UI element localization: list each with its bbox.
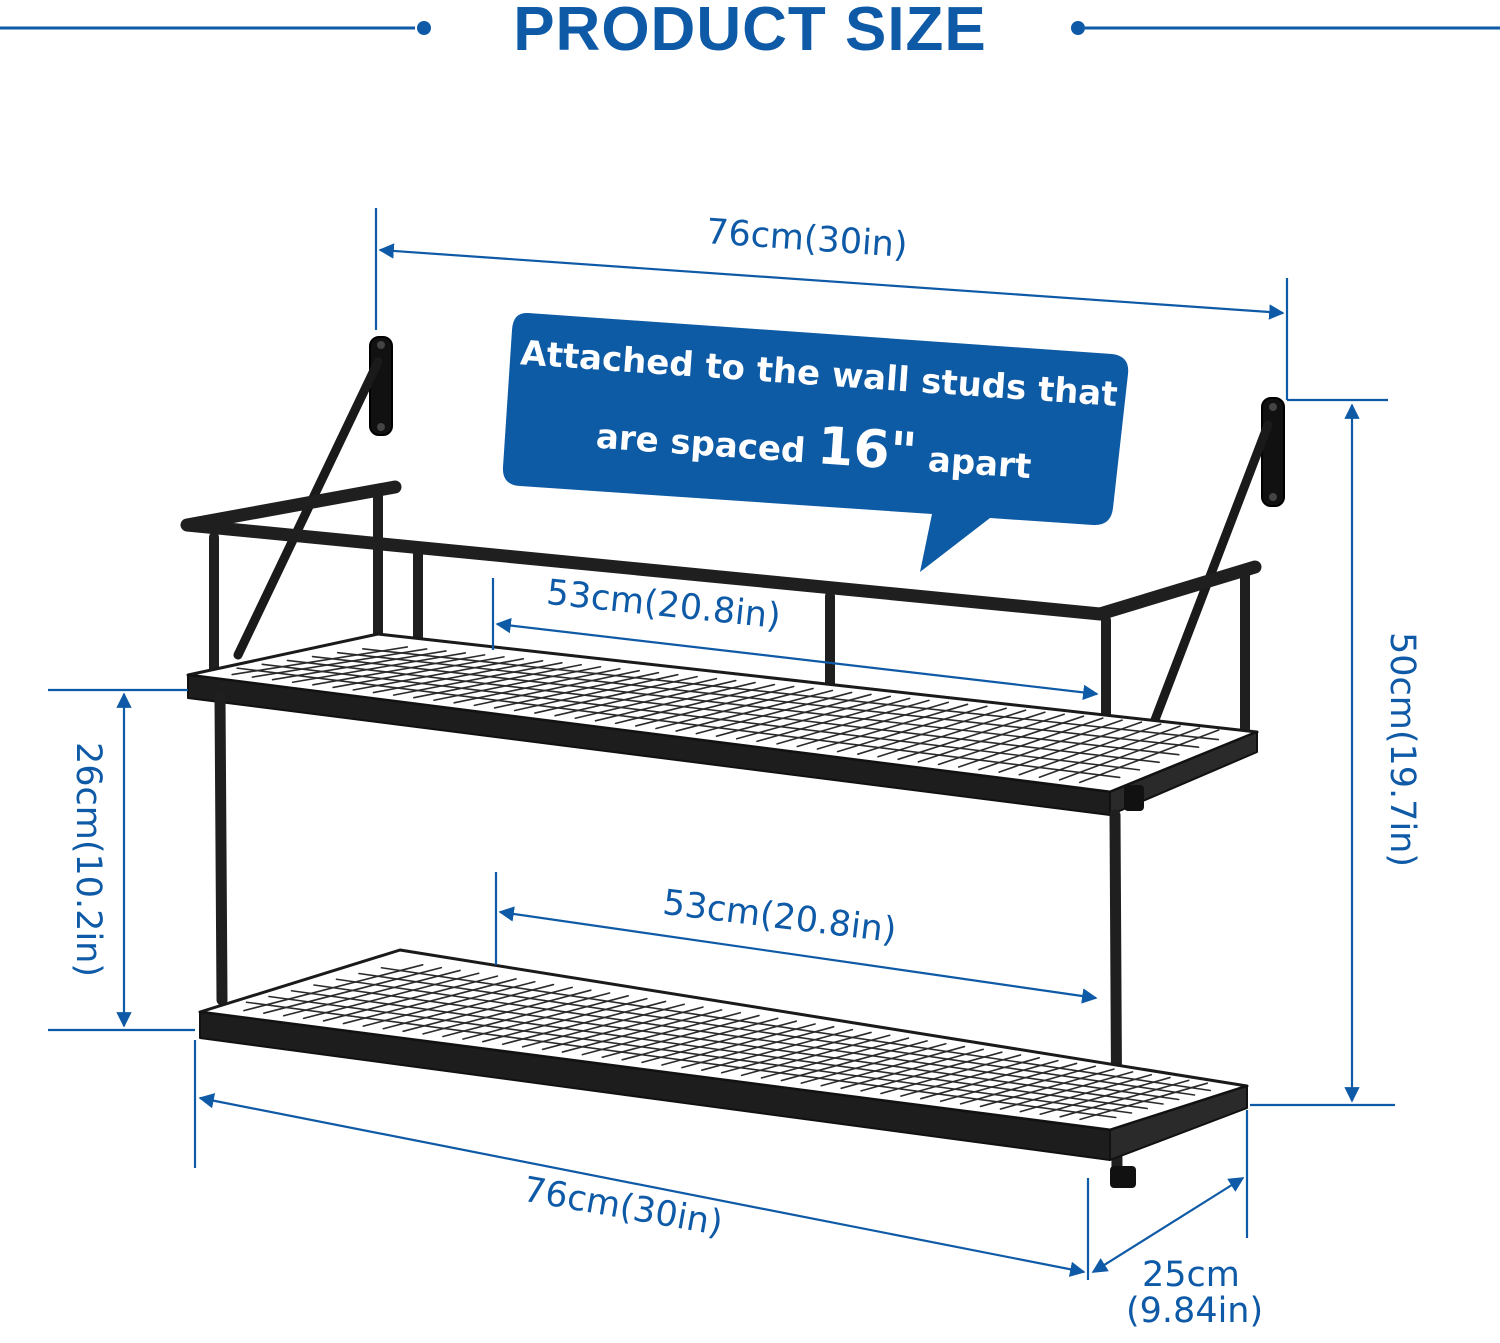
mesh-wire xyxy=(286,659,1160,764)
total-height-label: 50cm(19.7in) xyxy=(1382,631,1423,868)
mesh-wire xyxy=(756,697,911,743)
mesh-wire xyxy=(231,646,409,676)
mesh-wire xyxy=(998,721,1143,773)
shelf-spacing-label: 26cm(10.2in) xyxy=(68,741,109,978)
mesh-wire xyxy=(715,693,872,738)
mesh-wire xyxy=(978,719,1123,771)
callout-line-2-post: apart xyxy=(914,439,1033,488)
mesh-wire xyxy=(877,709,1027,758)
mesh-wire xyxy=(836,705,988,753)
callout-text: Attached to the wall studs that are spac… xyxy=(504,297,1128,539)
mesh-wire xyxy=(332,656,505,689)
mesh-wire xyxy=(352,658,525,691)
mesh-wire xyxy=(937,715,1085,766)
dimension-lines xyxy=(48,208,1395,1280)
mesh-wire xyxy=(816,703,969,750)
mesh-wire xyxy=(796,701,950,748)
mesh-wire xyxy=(271,650,447,681)
mesh-wire xyxy=(897,711,1046,761)
callout-line-2: are spaced 16" apart xyxy=(507,395,1122,498)
mesh-wire xyxy=(735,695,892,740)
upper-shelf-tray xyxy=(186,632,1259,816)
mesh-wire xyxy=(311,655,1180,756)
mesh-wire xyxy=(358,972,1196,1096)
depth-cm-label: 25cm xyxy=(1142,1255,1240,1295)
mesh-wire xyxy=(1079,729,1220,784)
mesh-wire xyxy=(776,699,930,745)
mesh-wire xyxy=(917,713,1065,763)
lower-shelf-tray xyxy=(198,948,1249,1188)
mesh-wire xyxy=(1018,723,1162,776)
mesh-wire xyxy=(1038,725,1181,779)
callout-line-2-pre: are spaced xyxy=(594,416,819,473)
mesh-wire xyxy=(1058,727,1201,781)
callout-bubble xyxy=(502,312,1129,572)
title-decoration xyxy=(0,21,1500,35)
page-title: PRODUCT SIZE xyxy=(513,0,987,64)
callout-stud-spacing: 16" xyxy=(815,416,919,484)
mesh-wire xyxy=(312,654,486,686)
mesh-wire xyxy=(251,648,428,678)
mesh-wire xyxy=(291,652,467,684)
mesh-wire xyxy=(857,707,1007,755)
depth-in-label: (9.84in) xyxy=(1126,1291,1264,1331)
mesh-wire xyxy=(335,978,1180,1101)
mesh-wire xyxy=(236,667,1121,779)
mesh-wire xyxy=(261,663,1141,771)
mesh-wire xyxy=(290,989,1149,1110)
mesh-wire xyxy=(313,984,1164,1105)
mesh-wire xyxy=(957,717,1104,768)
